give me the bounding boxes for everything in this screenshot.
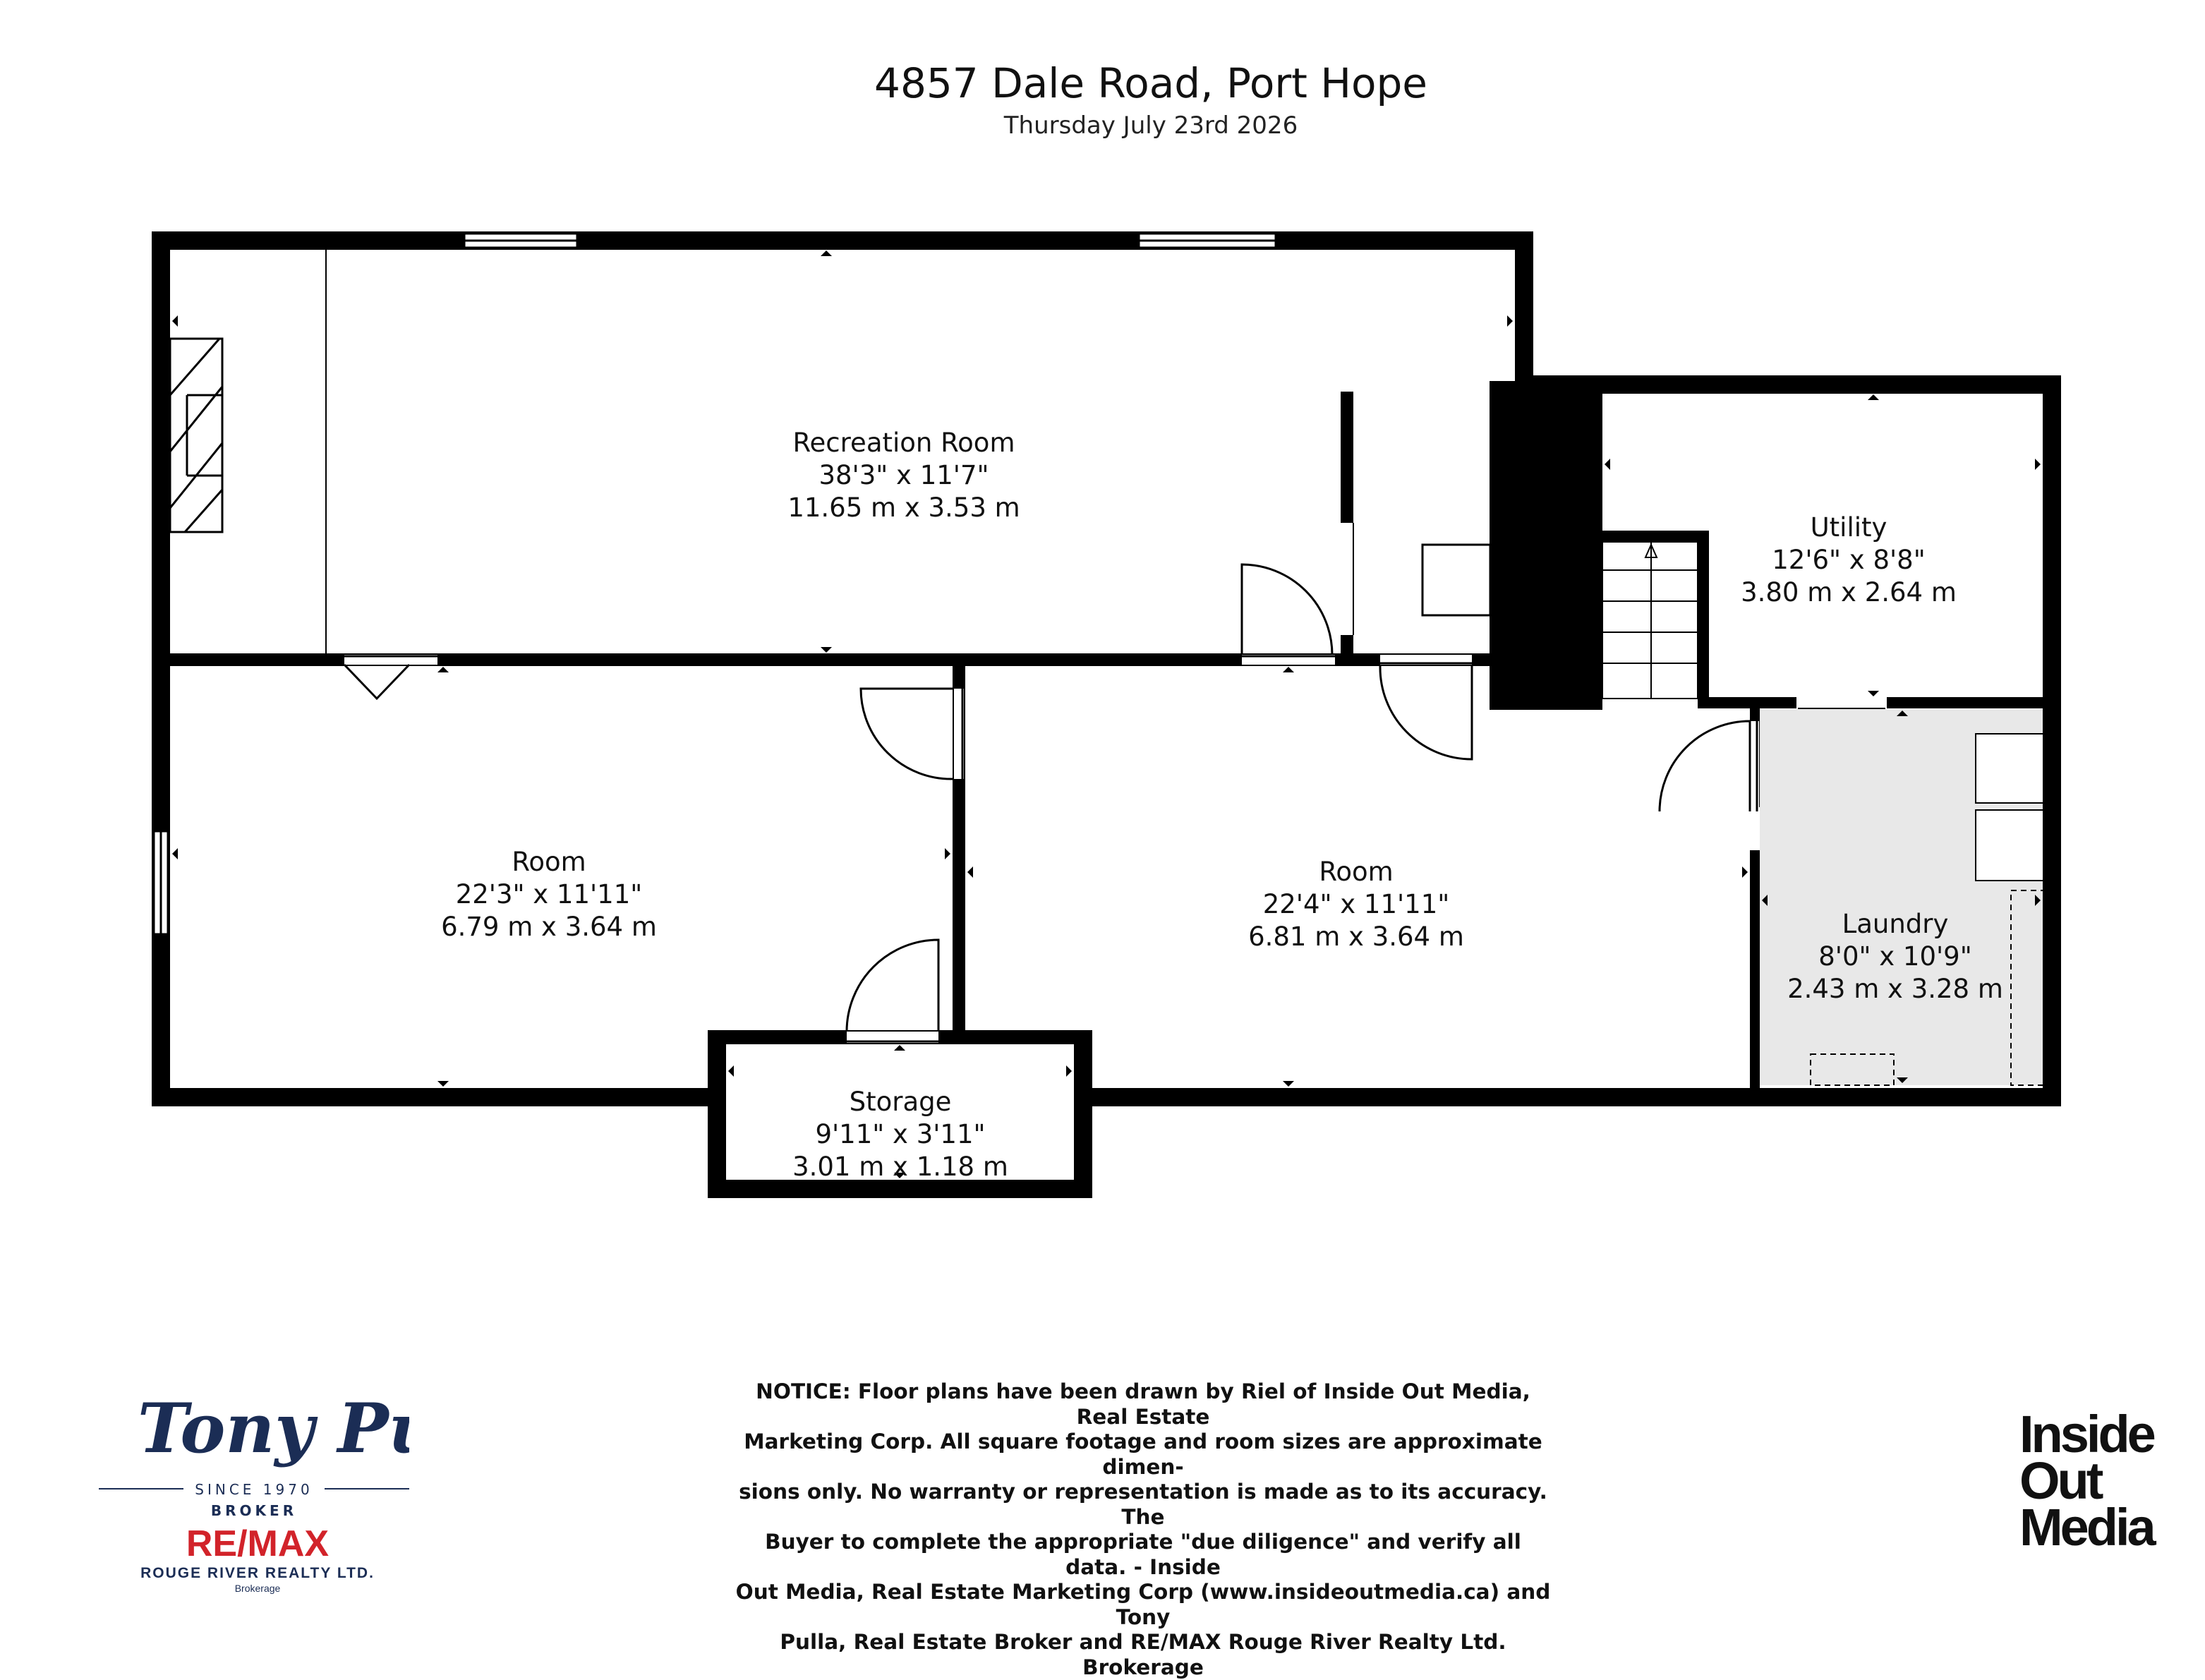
room-recreation-name: Recreation Room (793, 428, 1015, 458)
doors (343, 563, 1885, 1043)
room-east: Room 22'4" x 11'11" 6.81 m x 3.64 m (1248, 857, 1464, 952)
broker-logo-company-sub: Brokerage (235, 1583, 281, 1594)
notice-line: Buyer to complete the appropriate "due d… (765, 1530, 1521, 1579)
broker-logo-company: ROUGE RIVER REALTY LTD. (140, 1565, 375, 1581)
interior-walls (170, 381, 2049, 1094)
room-recreation: Recreation Room 38'3" x 11'7" 11.65 m x … (787, 428, 1020, 523)
room-storage-name: Storage (850, 1087, 952, 1117)
notice-line: NOTICE: Floor plans have been drawn by R… (756, 1379, 1530, 1429)
room-west-imperial: 22'3" x 11'11" (456, 879, 643, 910)
media-logo-line: Out (2019, 1451, 2103, 1510)
rec-room-fixtures (1353, 523, 1492, 635)
media-logo-line: Inside (2019, 1405, 2156, 1463)
room-east-metric: 6.81 m x 3.64 m (1248, 921, 1464, 952)
notice-line: Pulla, Real Estate Broker and RE/MAX Rou… (780, 1630, 1506, 1679)
room-laundry-imperial: 8'0" x 10'9" (1818, 941, 1972, 972)
broker-logo-name: Tony Pulla (138, 1389, 409, 1468)
room-recreation-imperial: 38'3" x 11'7" (818, 460, 989, 490)
room-storage-imperial: 9'11" x 3'11" (815, 1119, 985, 1149)
room-west-metric: 6.79 m x 3.64 m (441, 912, 657, 942)
room-utility: Utility 12'6" x 8'8" 3.80 m x 2.64 m (1741, 512, 1957, 608)
room-laundry-metric: 2.43 m x 3.28 m (1787, 974, 2003, 1004)
notice-line: Out Media, Real Estate Marketing Corp (w… (735, 1580, 1551, 1629)
room-utility-imperial: 12'6" x 8'8" (1772, 545, 1926, 575)
room-east-name: Room (1319, 857, 1393, 887)
plan-title: 4857 Dale Road, Port Hope (874, 59, 1427, 107)
broker-logo: Tony Pulla SINCE 1970 BROKER RE/MAX ROUG… (99, 1389, 409, 1594)
fireplace (169, 337, 224, 533)
windows (152, 232, 1277, 936)
room-storage: Storage 9'11" x 3'11" 3.01 m x 1.18 m (792, 1087, 1008, 1182)
room-west-name: Room (512, 847, 586, 877)
broker-logo-since: SINCE 1970 (195, 1481, 313, 1498)
exterior-walls (152, 231, 2061, 1198)
laundry-fixtures (1975, 733, 2044, 881)
inside-out-media-logo: Inside Out Media (2019, 1405, 2189, 1566)
room-laundry-name: Laundry (1842, 909, 1949, 939)
plan-date: Thursday July 23rd 2026 (1003, 111, 1298, 140)
remax-logo: RE/MAX (186, 1523, 330, 1564)
room-storage-metric: 3.01 m x 1.18 m (792, 1152, 1008, 1182)
stairs (1602, 541, 1698, 699)
room-laundry: Laundry 8'0" x 10'9" 2.43 m x 3.28 m (1787, 909, 2003, 1004)
notice-line: Marketing Corp. All square footage and r… (744, 1430, 1542, 1479)
room-east-imperial: 22'4" x 11'11" (1263, 889, 1450, 919)
dimension-markers (172, 250, 2041, 1178)
notice-line: sions only. No warranty or representatio… (739, 1480, 1547, 1529)
room-west: Room 22'3" x 11'11" 6.79 m x 3.64 m (441, 847, 657, 942)
room-utility-metric: 3.80 m x 2.64 m (1741, 577, 1957, 608)
room-utility-name: Utility (1811, 512, 1887, 543)
disclaimer-notice: NOTICE: Floor plans have been drawn by R… (734, 1379, 1552, 1680)
broker-logo-role: BROKER (211, 1502, 297, 1519)
media-logo-line: Media (2019, 1498, 2156, 1557)
laundry-dashed-fixtures (1810, 890, 2044, 1086)
room-recreation-metric: 11.65 m x 3.53 m (787, 492, 1020, 523)
